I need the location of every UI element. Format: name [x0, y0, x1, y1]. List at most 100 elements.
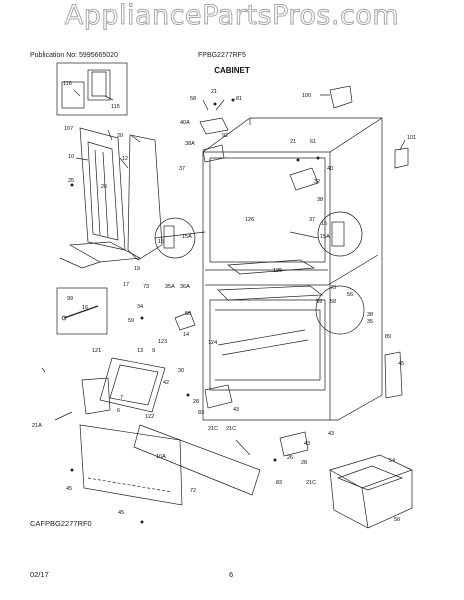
callout-label: 10	[68, 154, 74, 160]
callout-label: 43	[304, 441, 310, 447]
callout-label: 37	[179, 166, 185, 172]
callout-label: 38	[317, 197, 323, 203]
callout-label: 58	[330, 299, 336, 305]
callout-label: 19	[134, 266, 140, 272]
callout-label: 17	[123, 282, 129, 288]
callout-label: 20	[117, 133, 123, 139]
part-43-bracket	[279, 431, 309, 457]
hinge-top-right	[289, 167, 319, 191]
section-title: CABINET	[214, 66, 250, 75]
callout-label: 83	[276, 480, 282, 486]
callout-label: 21C	[208, 426, 218, 432]
callout-label: 6	[117, 408, 120, 414]
callout-label: 83	[198, 410, 204, 416]
callout-label: 45	[398, 361, 404, 367]
callout-label: 16	[82, 305, 88, 311]
callout-label: 25	[68, 178, 74, 184]
door-liner-assembly	[59, 127, 163, 269]
callout-label: 61	[310, 139, 316, 145]
cabinet-body	[202, 117, 383, 421]
callout-label: 101	[407, 135, 416, 141]
callout-label: 30	[178, 368, 184, 374]
callout-label: 121	[92, 348, 101, 354]
callout-label: 99	[67, 296, 73, 302]
callout-label: 10A	[156, 454, 166, 460]
callout-label: 100	[302, 93, 311, 99]
detail-circle-right	[317, 211, 363, 257]
callout-label: 73	[143, 284, 149, 290]
callout-label: 9	[152, 348, 155, 354]
callout-label: 26	[287, 455, 293, 461]
hinge-top-left	[199, 117, 229, 135]
part-101	[394, 147, 409, 169]
callout-label: 54	[389, 458, 395, 464]
callout-label: 89	[385, 334, 391, 340]
callout-label: 36A	[180, 284, 190, 290]
callout-label: 40A	[180, 120, 190, 126]
callout-label: 123	[158, 339, 167, 345]
inset-box-top-left	[56, 62, 128, 116]
callout-label: 35	[367, 319, 373, 325]
callout-label: 45	[118, 510, 124, 516]
callout-label: 21C	[226, 426, 236, 432]
publication-number: Publication No: 5995665020	[30, 52, 118, 59]
callout-label: 14	[183, 332, 189, 338]
part-116	[61, 81, 85, 109]
part-125	[227, 259, 316, 275]
part-100	[329, 85, 353, 109]
part-7	[99, 357, 166, 413]
callout-label: 13	[137, 348, 143, 354]
callout-label: 7	[120, 395, 123, 401]
callout-label: 26	[101, 184, 107, 190]
callout-label: 28	[301, 460, 307, 466]
model-number: FPBG2277RF5	[198, 52, 246, 59]
callout-label: 32	[314, 179, 320, 185]
inset-box-99	[56, 287, 108, 335]
callout-label: 81	[236, 96, 242, 102]
callout-label: 40	[327, 166, 333, 172]
callout-label: 92	[222, 133, 228, 139]
callout-label: 35A	[165, 284, 175, 290]
part-50-tray	[329, 454, 413, 529]
callout-label: 50	[394, 517, 400, 523]
callout-label: 115	[111, 104, 120, 110]
callout-label: 126	[245, 217, 254, 223]
callout-label: 15	[321, 221, 327, 227]
callout-label: 21C	[306, 480, 316, 486]
callout-label: 116	[63, 81, 72, 87]
callout-label: 45	[66, 486, 72, 492]
callout-label: 28	[193, 399, 199, 405]
callout-label: 12	[122, 156, 128, 162]
callout-label: 38A	[185, 141, 195, 147]
callout-label: 21	[211, 89, 217, 95]
part-72-grille	[133, 424, 261, 496]
callout-label: 15A	[182, 234, 192, 240]
callout-label: 59	[316, 299, 322, 305]
callout-label: 124	[208, 340, 217, 346]
callout-label: 21A	[32, 423, 42, 429]
callout-label: 43	[328, 431, 334, 437]
callout-label: 15A	[320, 234, 330, 240]
callout-label: 42	[163, 380, 169, 386]
part-45-panel	[79, 424, 183, 506]
callout-label: 107	[64, 126, 73, 132]
callout-label: 58	[185, 311, 191, 317]
callout-label: 15	[158, 239, 164, 245]
callout-label: 38	[367, 312, 373, 318]
callout-label: 37	[309, 217, 315, 223]
callout-label: 21	[290, 139, 296, 145]
watermark: AppliancePartsPros.com	[64, 0, 400, 32]
part-89	[384, 351, 403, 399]
callout-label: 43	[233, 407, 239, 413]
callout-label: 72	[190, 488, 196, 494]
callout-label: 73	[330, 285, 336, 291]
callout-label: 122	[145, 414, 154, 420]
diagram-code: CAFPBG2277RF0	[30, 519, 92, 528]
callout-label: 58	[190, 96, 196, 102]
callout-label: 34	[137, 304, 143, 310]
callout-label: 56	[347, 292, 353, 298]
footer-page-number: 6	[229, 570, 234, 579]
callout-label: 125	[273, 268, 282, 274]
footer-date: 02/17	[30, 570, 49, 579]
detail-circle-lower	[315, 285, 365, 335]
